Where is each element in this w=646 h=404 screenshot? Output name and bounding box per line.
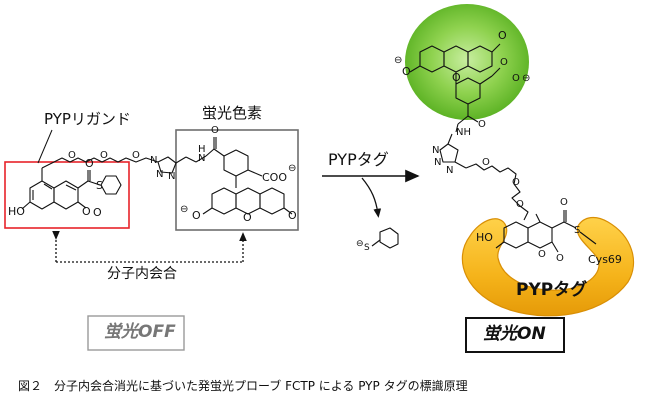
atom-o-peg-3: O (132, 150, 140, 161)
atom-o-carboxylate-right-1: O (500, 57, 508, 68)
on-label-box (465, 317, 565, 353)
atom-o-ketone-right: O (498, 29, 507, 42)
off-state-label: 蛍光OFF (104, 322, 176, 342)
atom-n-amide-left: N (198, 153, 206, 164)
atom-o-amide-left: O (211, 125, 219, 136)
ligand-pointer (37, 129, 53, 164)
cysteine-label: Cys69 (588, 253, 622, 266)
atom-minus-coo-left: ⊖ (288, 163, 297, 174)
atom-s-thiolate: S (364, 243, 370, 253)
release-arrow (361, 177, 382, 218)
atom-n-triazole-left-1: N (150, 155, 158, 166)
atom-o-peg-right-2: O (512, 177, 520, 188)
atom-o-thioester-right: O (560, 197, 568, 208)
atom-o-left-ring: O (82, 205, 91, 218)
atom-o-peg-2: O (100, 150, 108, 161)
atom-n-triazole-right-2: N (434, 157, 442, 168)
ligand-label: PYPリガンド (44, 110, 131, 128)
atom-o-peg-right-3: O (516, 199, 524, 210)
atom-n-triazole-right-1: N (432, 145, 440, 156)
atom-coo-left: COO (262, 171, 287, 184)
atom-minus-thiolate: ⊖ (356, 239, 364, 249)
atom-s-left: S (96, 179, 103, 192)
atom-minus-carboxylate-right: ⊖ (522, 73, 531, 84)
on-state-label: 蛍光ON (483, 324, 546, 344)
pyp-tag (461, 216, 635, 317)
thiophenolate (371, 227, 399, 249)
atom-o-peg-right-1: O (482, 157, 490, 168)
fluorescein-structure-left (202, 137, 293, 215)
peg-linker-left (53, 157, 159, 163)
atom-nh-amide-right: NH (456, 127, 471, 138)
atom-minus-o-right: ⊖ (394, 55, 403, 66)
atom-o-carboxylate-right-2: O (512, 73, 520, 84)
atom-o-left-carbonyl: O (93, 206, 102, 219)
linker-right (439, 115, 529, 221)
atom-minus-o-left: ⊖ (180, 204, 189, 215)
tag-name-label: PYPタグ (516, 280, 588, 300)
fluorophore-label: 蛍光色素 (202, 104, 263, 122)
atom-o-xanthene-right: O (452, 71, 461, 84)
association-arrow (52, 230, 247, 263)
fluorescein-structure-right (409, 43, 501, 116)
triazole-left (157, 156, 177, 174)
figure-caption: 図２ 分子内会合消光に基づいた発蛍光プローブ FCTP による PYP タグの標… (18, 379, 468, 393)
atom-h-amide-left: H (198, 144, 206, 155)
coumarin-structure (21, 161, 122, 210)
atom-o-ring-right: O (538, 249, 546, 260)
atom-n-triazole-right-3: N (446, 165, 454, 176)
atom-o-peg-1: O (68, 150, 76, 161)
atom-n-triazole-left-2: N (156, 169, 164, 180)
atom-o-ketone-left: O (288, 209, 297, 222)
coumarin-structure-right (495, 210, 597, 253)
association-label: 分子内会合 (107, 266, 177, 282)
atom-o-thioester: O (85, 157, 94, 170)
reaction-label: PYPタグ (328, 150, 389, 169)
atom-o-amide-right: O (478, 119, 486, 130)
atom-o-xanthene-left: O (243, 211, 252, 224)
ligand-box (4, 161, 130, 229)
atom-o-carbonyl-right: O (556, 253, 564, 264)
off-label-box (87, 315, 185, 351)
atom-o-phenolate-left: O (192, 209, 201, 222)
fluorophore-box (175, 129, 299, 231)
atom-oh-left: HO (8, 205, 25, 218)
atom-oh-right: HO (476, 231, 493, 244)
atom-o-phenolate-right: O (402, 65, 411, 78)
fluorescence-glow (405, 4, 529, 120)
atom-n-triazole-left-3: N (168, 171, 176, 182)
atom-s-right: S (574, 225, 581, 236)
